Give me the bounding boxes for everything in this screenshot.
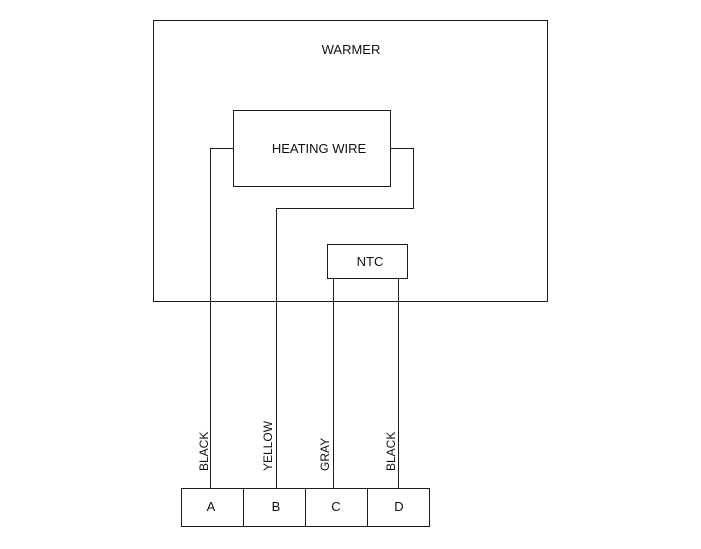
warmer-box: [153, 20, 548, 302]
wire-label-b: YELLOW: [261, 420, 275, 471]
wire-a: [210, 148, 233, 488]
terminal-b: B: [272, 499, 281, 514]
ntc-box: [327, 244, 408, 279]
warmer-label: WARMER: [322, 42, 381, 57]
terminal-c: C: [331, 499, 340, 514]
wire-label-c: GRAY: [318, 438, 332, 471]
wire-b: [276, 148, 414, 488]
terminal-d: D: [394, 499, 403, 514]
wire-label-a: BLACK: [197, 432, 211, 471]
heating-wire-label: HEATING WIRE: [272, 141, 367, 156]
wire-label-d: BLACK: [384, 432, 398, 471]
terminal-a: A: [207, 499, 216, 514]
ntc-label: NTC: [357, 254, 384, 269]
heating-wire-box: [233, 110, 391, 187]
